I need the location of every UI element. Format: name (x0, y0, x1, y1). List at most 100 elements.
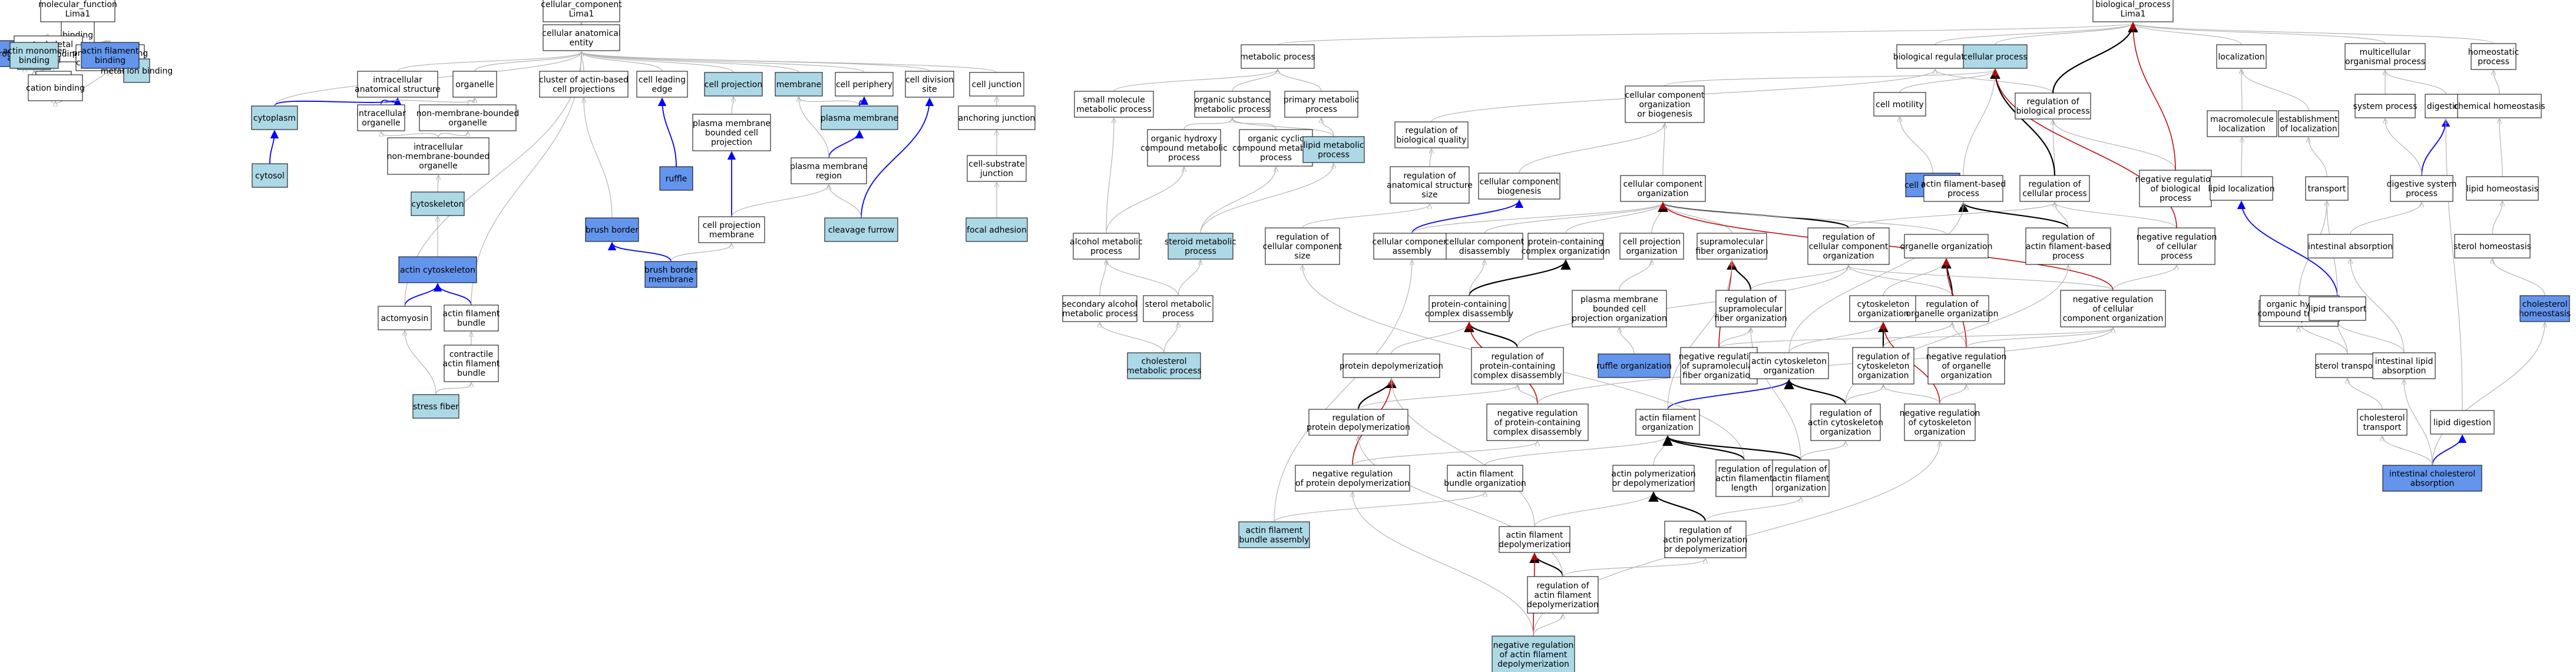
term-label-line: lipid transport (2309, 304, 2367, 314)
term-box (659, 166, 693, 191)
term-label-line: process (1260, 153, 1292, 163)
term-label-line: alcohol metabolic (1070, 237, 1143, 247)
term-box (1963, 44, 2028, 69)
edge-gray-regcco-to-regcp (1848, 203, 2055, 229)
term-box (444, 304, 499, 332)
term-box (419, 104, 517, 131)
term-box (585, 217, 639, 242)
term-label-line: organic hydroxy (1151, 134, 1218, 144)
edge-gray-nmbo-to-organelle (467, 98, 475, 105)
term-box (1772, 459, 1830, 497)
edge-gray-orgorg-to-ccorg (1663, 203, 1947, 235)
term-label-line: regulation of (1403, 171, 1456, 181)
term-label-line: non-membrane-bounded (387, 152, 490, 161)
edge-gray-afdepol-to-protdepol (1391, 379, 1535, 527)
edge-gray-negregcco-to-negregcp (2112, 266, 2177, 291)
term-label-line: entity (570, 38, 594, 48)
term-label-line: plasma membrane (693, 119, 771, 128)
edge-gray-secalc-to-alcmet (1099, 260, 1106, 296)
term-label-line: molecular_function (38, 0, 117, 9)
term-box (1073, 233, 1140, 260)
term-node-membrane: membrane (775, 72, 823, 97)
term-node-orgorg: organelle organization (1900, 234, 1992, 259)
term-label-line: of organelle (1942, 362, 1990, 371)
edge-black-regbp-to-bp (2052, 22, 2138, 94)
term-box (1194, 91, 1271, 118)
edge-gray-afdepol-to-actinpoly (1534, 492, 1654, 527)
term-label-line: transport (2363, 423, 2402, 432)
term-label-line: cell-substrate (968, 160, 1024, 169)
term-label-line: cell projection (703, 221, 760, 230)
edge-blue-pmregion-to-plasmamem (828, 130, 864, 158)
term-node-actincyto: actin cytoskeleton (398, 256, 477, 283)
term-box (1927, 347, 2005, 385)
edge-gray-estloc-to-localization (2241, 69, 2309, 111)
term-label-line: actin filament (443, 309, 500, 319)
term-box (2471, 43, 2517, 70)
term-box (1807, 227, 1890, 265)
term-box (775, 72, 823, 97)
edge-gray-ias-to-cae (397, 52, 581, 72)
term-label-line: regulation of (1276, 233, 1329, 242)
term-box (1620, 175, 1706, 202)
term-label-line: digestive system (2387, 180, 2457, 189)
term-box (1239, 129, 1313, 167)
term-box (905, 71, 954, 98)
term-node-anchjunc: anchoring junction (958, 105, 1036, 130)
edge-gray-negregsfo-to-negregcco (1718, 328, 2113, 348)
term-label-line: projection (711, 138, 752, 147)
term-box (1284, 91, 1358, 118)
edge-gray-negregafd-to-negregprotdepol (1353, 492, 1534, 637)
term-box (543, 24, 620, 51)
term-label-line: actin filament (1457, 469, 1514, 479)
term-label-line: process (1162, 309, 1194, 319)
edge-gray-afbo-to-afo (1484, 436, 1668, 466)
edge-blue-cleavage-to-divsite (861, 97, 934, 219)
term-label-line: depolymerization (1527, 600, 1599, 610)
term-box (1527, 576, 1599, 614)
term-box (9, 42, 59, 69)
term-label-line: cell leading (639, 75, 686, 85)
term-label-line: metabolic process (1195, 105, 1270, 114)
term-label-line: intestinal cholesterol (2389, 469, 2475, 479)
term-label-line: actin filament (443, 359, 500, 369)
term-label-line: regulation of (1774, 465, 1827, 474)
edge-black-regafbp-to-afbp (1958, 201, 2069, 229)
term-box (2216, 44, 2267, 69)
term-label-line: organelle (448, 118, 487, 128)
term-label-line: process (1168, 153, 1200, 163)
term-label-line: bundle organization (1444, 479, 1526, 488)
term-label-line: regulation of (1822, 233, 1875, 242)
term-label-line: cytoskeleton (1857, 362, 1910, 371)
term-box (411, 191, 465, 216)
term-label-line: bundle (457, 319, 485, 328)
term-node-stressfiber: stress fiber (412, 394, 459, 419)
term-label-line: negative regulation (2137, 233, 2217, 242)
edge-gray-negregafd-to-regafd (1533, 614, 1563, 637)
term-label-line: cell projection (1623, 237, 1681, 247)
edge-gray-negregprotdepol-to-regprotdepol (1352, 436, 1358, 466)
term-label-line: intracellular (356, 109, 406, 118)
term-box (1715, 459, 1773, 497)
term-node-ruffleorg: ruffle organization (1596, 353, 1672, 378)
term-node-sterolhomeo: sterol homeostasis (2453, 234, 2531, 259)
term-label-line: regulation of (1536, 581, 1589, 591)
edge-black-regsfo-to-supramol (1727, 259, 1752, 291)
term-label-line: fiber organization (1714, 314, 1787, 323)
term-box (1486, 403, 1589, 441)
edge-gray-intcholabs-to-choltrans (2382, 436, 2433, 466)
edge-blue-plasmamem-to-periphery (859, 96, 869, 107)
edge-gray-cellproc-to-bp (1995, 23, 2133, 45)
term-label-line: actin cytoskeleton (400, 266, 475, 275)
term-node-cytosol: cytosol (252, 163, 288, 188)
term-label-line: bundle assembly (1239, 535, 1310, 545)
term-box (1478, 173, 1560, 200)
